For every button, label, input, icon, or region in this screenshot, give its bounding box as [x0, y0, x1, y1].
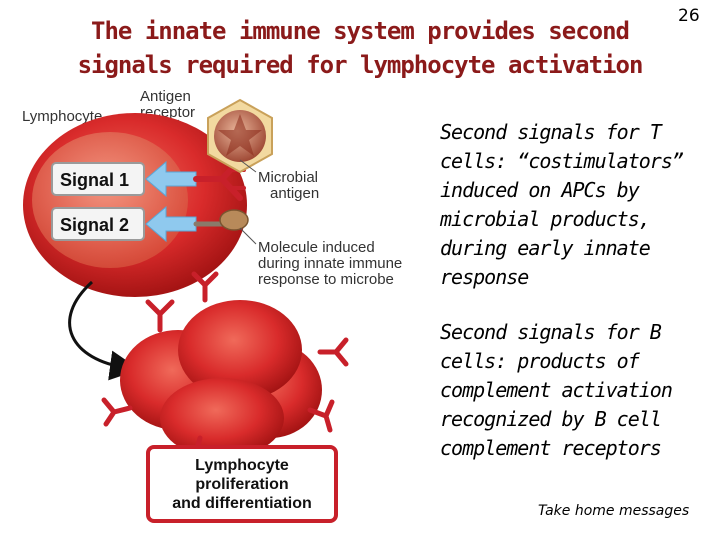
title-line-1: The innate immune system provides second	[91, 17, 630, 45]
molecule-label-3: response to microbe	[258, 271, 394, 288]
outcome-line-1: Lymphocyte	[195, 457, 289, 474]
b-cell-line: complement activation	[440, 378, 673, 402]
proliferation-arrow	[68, 280, 140, 381]
molecule-pointer	[239, 227, 257, 245]
t-cell-second-signals: Second signals for T cells: “costimulato…	[440, 118, 708, 292]
antigen-pointer	[239, 159, 257, 173]
outcome-line-2: proliferation	[195, 476, 288, 493]
slide-title: The innate immune system provides second…	[40, 14, 680, 82]
proliferating-cells	[120, 300, 322, 458]
t-cell-line: during early innate	[440, 236, 651, 260]
signal-2-box: Signal 2	[51, 207, 145, 241]
t-cell-line: induced on APCs by	[440, 178, 640, 202]
molecule-label-2: during innate immune	[258, 255, 402, 272]
activation-diagram: Lymphocyte Antigen receptor Signal 1 Sig…	[22, 88, 402, 523]
outcome-line-3: and differentiation	[172, 495, 312, 512]
b-cell-line: complement receptors	[440, 436, 662, 460]
slide-number: 26	[678, 6, 700, 26]
microbe	[207, 98, 273, 174]
b-cell-line: Second signals for B	[440, 320, 662, 344]
lymphocyte-label: Lymphocyte	[22, 108, 102, 125]
t-cell-line: cells: “costimulators”	[440, 149, 684, 173]
antigen-receptor-label-1: Antigen	[140, 88, 191, 105]
costimulatory-molecule	[193, 209, 249, 231]
molecule-label-1: Molecule induced	[258, 239, 375, 256]
signal-1-label: Signal 1	[60, 170, 129, 190]
b-cell-second-signals: Second signals for B cells: products of …	[440, 318, 708, 463]
signal-2-label: Signal 2	[60, 215, 129, 235]
t-cell-line: microbial products,	[440, 207, 651, 231]
signal-1-box: Signal 1	[51, 162, 145, 196]
signal-1-arrow	[145, 160, 197, 198]
footer-take-home: Take home messages	[538, 503, 690, 519]
b-cell-line: cells: products of	[440, 349, 640, 373]
title-line-2: signals required for lymphocyte activati…	[77, 51, 644, 79]
signal-2-arrow	[145, 205, 197, 243]
b-cell-line: recognized by B cell	[440, 407, 662, 431]
t-cell-line: Second signals for T	[440, 120, 662, 144]
microbial-antigen-label-1: Microbial	[258, 169, 318, 186]
t-cell-line: response	[440, 265, 529, 289]
microbial-antigen-label-2: antigen	[270, 185, 319, 202]
outcome-box: Lymphocyte proliferation and differentia…	[146, 445, 338, 523]
